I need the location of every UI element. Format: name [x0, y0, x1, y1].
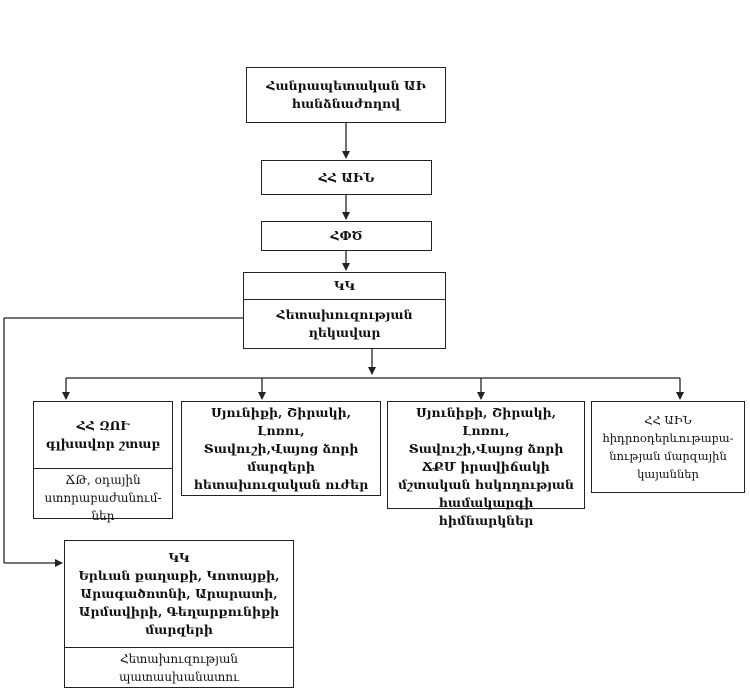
kk-regions-box: ԿԿ Երևան քաղաքի, Կոտայքի, Արագածոտնի, Ար…	[64, 540, 294, 688]
hydromet-stations-box: ՀՀ ԱԻՆ հիդրոօդերևութաբա- նության մարզայի…	[591, 401, 745, 493]
kk-recon-leader-box: ԿԿ Հետախուզության ղեկավար	[243, 272, 446, 349]
regional-monitoring-label: Սյունիքի, Շիրակի, Լոռու, Տավուշի,Վայոց ձ…	[397, 405, 575, 528]
republican-commission-label: Հանրապետական ԱԻ հանձնաժողով	[266, 78, 426, 111]
recon-responsible-label: Հետախուզության պատասխանատու	[65, 647, 293, 688]
air-units-label: ՃԹ, օդային ստորաբաժանում- ներ	[34, 468, 172, 527]
hh-ain-label: ՀՀ ԱԻՆ	[318, 169, 375, 185]
hpt-box: ՀՓԾ	[261, 221, 432, 251]
general-staff-label: ՀՀ ԶՈՒ գլխավոր շտաբ	[45, 418, 161, 451]
recon-leader-label: Հետախուզության ղեկավար	[244, 299, 445, 348]
regional-recon-forces-label: Սյունիքի, Շիրակի, Լոռու, Տավուշի,Վայոց ձ…	[193, 405, 369, 492]
republican-commission-box: Հանրապետական ԱԻ հանձնաժողով	[246, 67, 446, 123]
regional-recon-forces-box: Սյունիքի, Շիրակի, Լոռու, Տավուշի,Վայոց ձ…	[181, 401, 381, 496]
regional-monitoring-box: Սյունիքի, Շիրակի, Լոռու, Տավուշի,Վայոց ձ…	[387, 401, 585, 528]
hh-ain-box: ՀՀ ԱԻՆ	[261, 160, 432, 195]
general-staff-box: ՀՀ ԶՈՒ գլխավոր շտաբ ՃԹ, օդային ստորաբաժա…	[33, 401, 173, 523]
kk-header: ԿԿ	[333, 278, 356, 293]
hpt-label: ՀՓԾ	[330, 228, 363, 243]
kk-regions-label: ԿԿ Երևան քաղաքի, Կոտայքի, Արագածոտնի, Ար…	[78, 550, 280, 637]
hydromet-stations-label: ՀՀ ԱԻՆ հիդրոօդերևութաբա- նության մարզայի…	[602, 413, 734, 481]
